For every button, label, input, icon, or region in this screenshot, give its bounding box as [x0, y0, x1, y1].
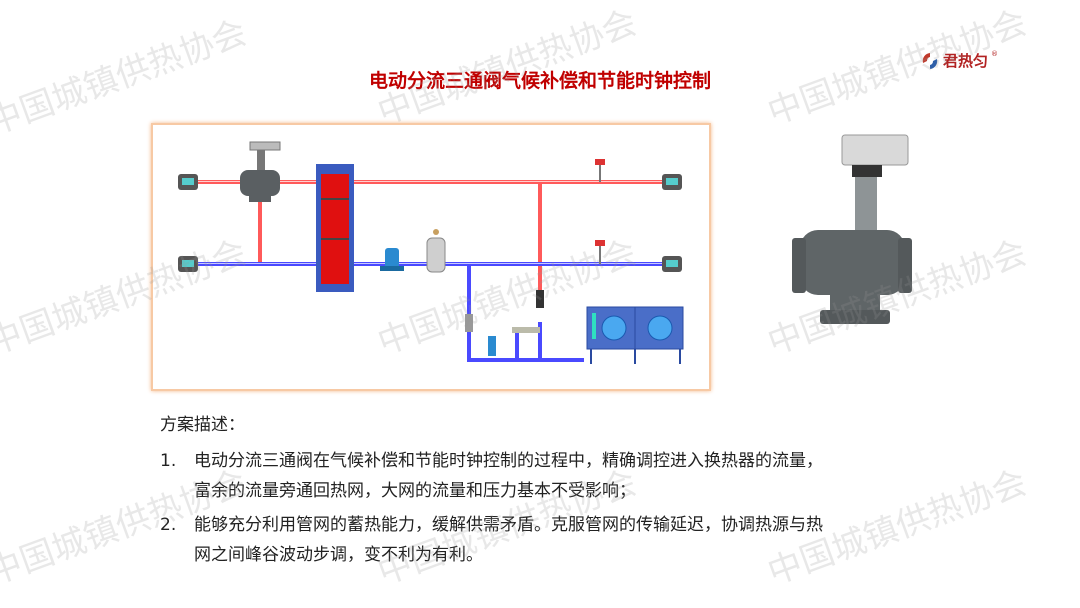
registered-mark: ® [991, 50, 999, 58]
list-text: 能够充分利用管网的蓄热能力，缓解供需矛盾。克服管网的传输延迟，协调热源与热 [194, 515, 823, 535]
temperature-sensor-icons [595, 159, 605, 264]
slide-title: 电动分流三通阀气候补偿和节能时钟控制 [368, 70, 711, 92]
list-item: 1. 电动分流三通阀在气候补偿和节能时钟控制的过程中，精确调控进入换热器的流量，… [160, 446, 823, 506]
softener-cabinet-icon [586, 306, 684, 364]
valve-small-icon [536, 290, 544, 308]
makeup-pump-icon [488, 336, 496, 356]
gate-valve-icons [178, 174, 682, 272]
list-item: 2. 能够充分利用管网的蓄热能力，缓解供需矛盾。克服管网的传输延迟，协调热源与热… [160, 510, 823, 570]
piping-schematic [178, 141, 684, 364]
mixer-icon [512, 327, 540, 333]
logo-swirl-icon [922, 52, 938, 69]
list-text: 富余的流量旁通回热网，大网的流量和压力基本不受影响； [194, 481, 636, 501]
list-text: 网之间峰谷波动步调，变不利为有利。 [194, 545, 483, 565]
logo-text: 君热匀 [943, 52, 989, 70]
tank-icon [426, 229, 446, 273]
electric-three-way-valve-photo [790, 130, 915, 349]
system-diagram [151, 123, 711, 391]
list-number: 1. [160, 451, 177, 471]
pump-icon [380, 248, 404, 271]
description-heading: 方案描述： [160, 415, 245, 435]
filter-icon [465, 314, 473, 332]
description: 方案描述： 1. 电动分流三通阀在气候补偿和节能时钟控制的过程中，精确调控进入换… [160, 410, 823, 570]
list-number: 2. [160, 515, 177, 535]
list-text: 电动分流三通阀在气候补偿和节能时钟控制的过程中，精确调控进入换热器的流量， [194, 451, 823, 471]
logo: 君热匀 ® [920, 50, 998, 71]
heat-exchanger-icon [316, 164, 354, 292]
three-way-valve-icon [240, 141, 281, 202]
